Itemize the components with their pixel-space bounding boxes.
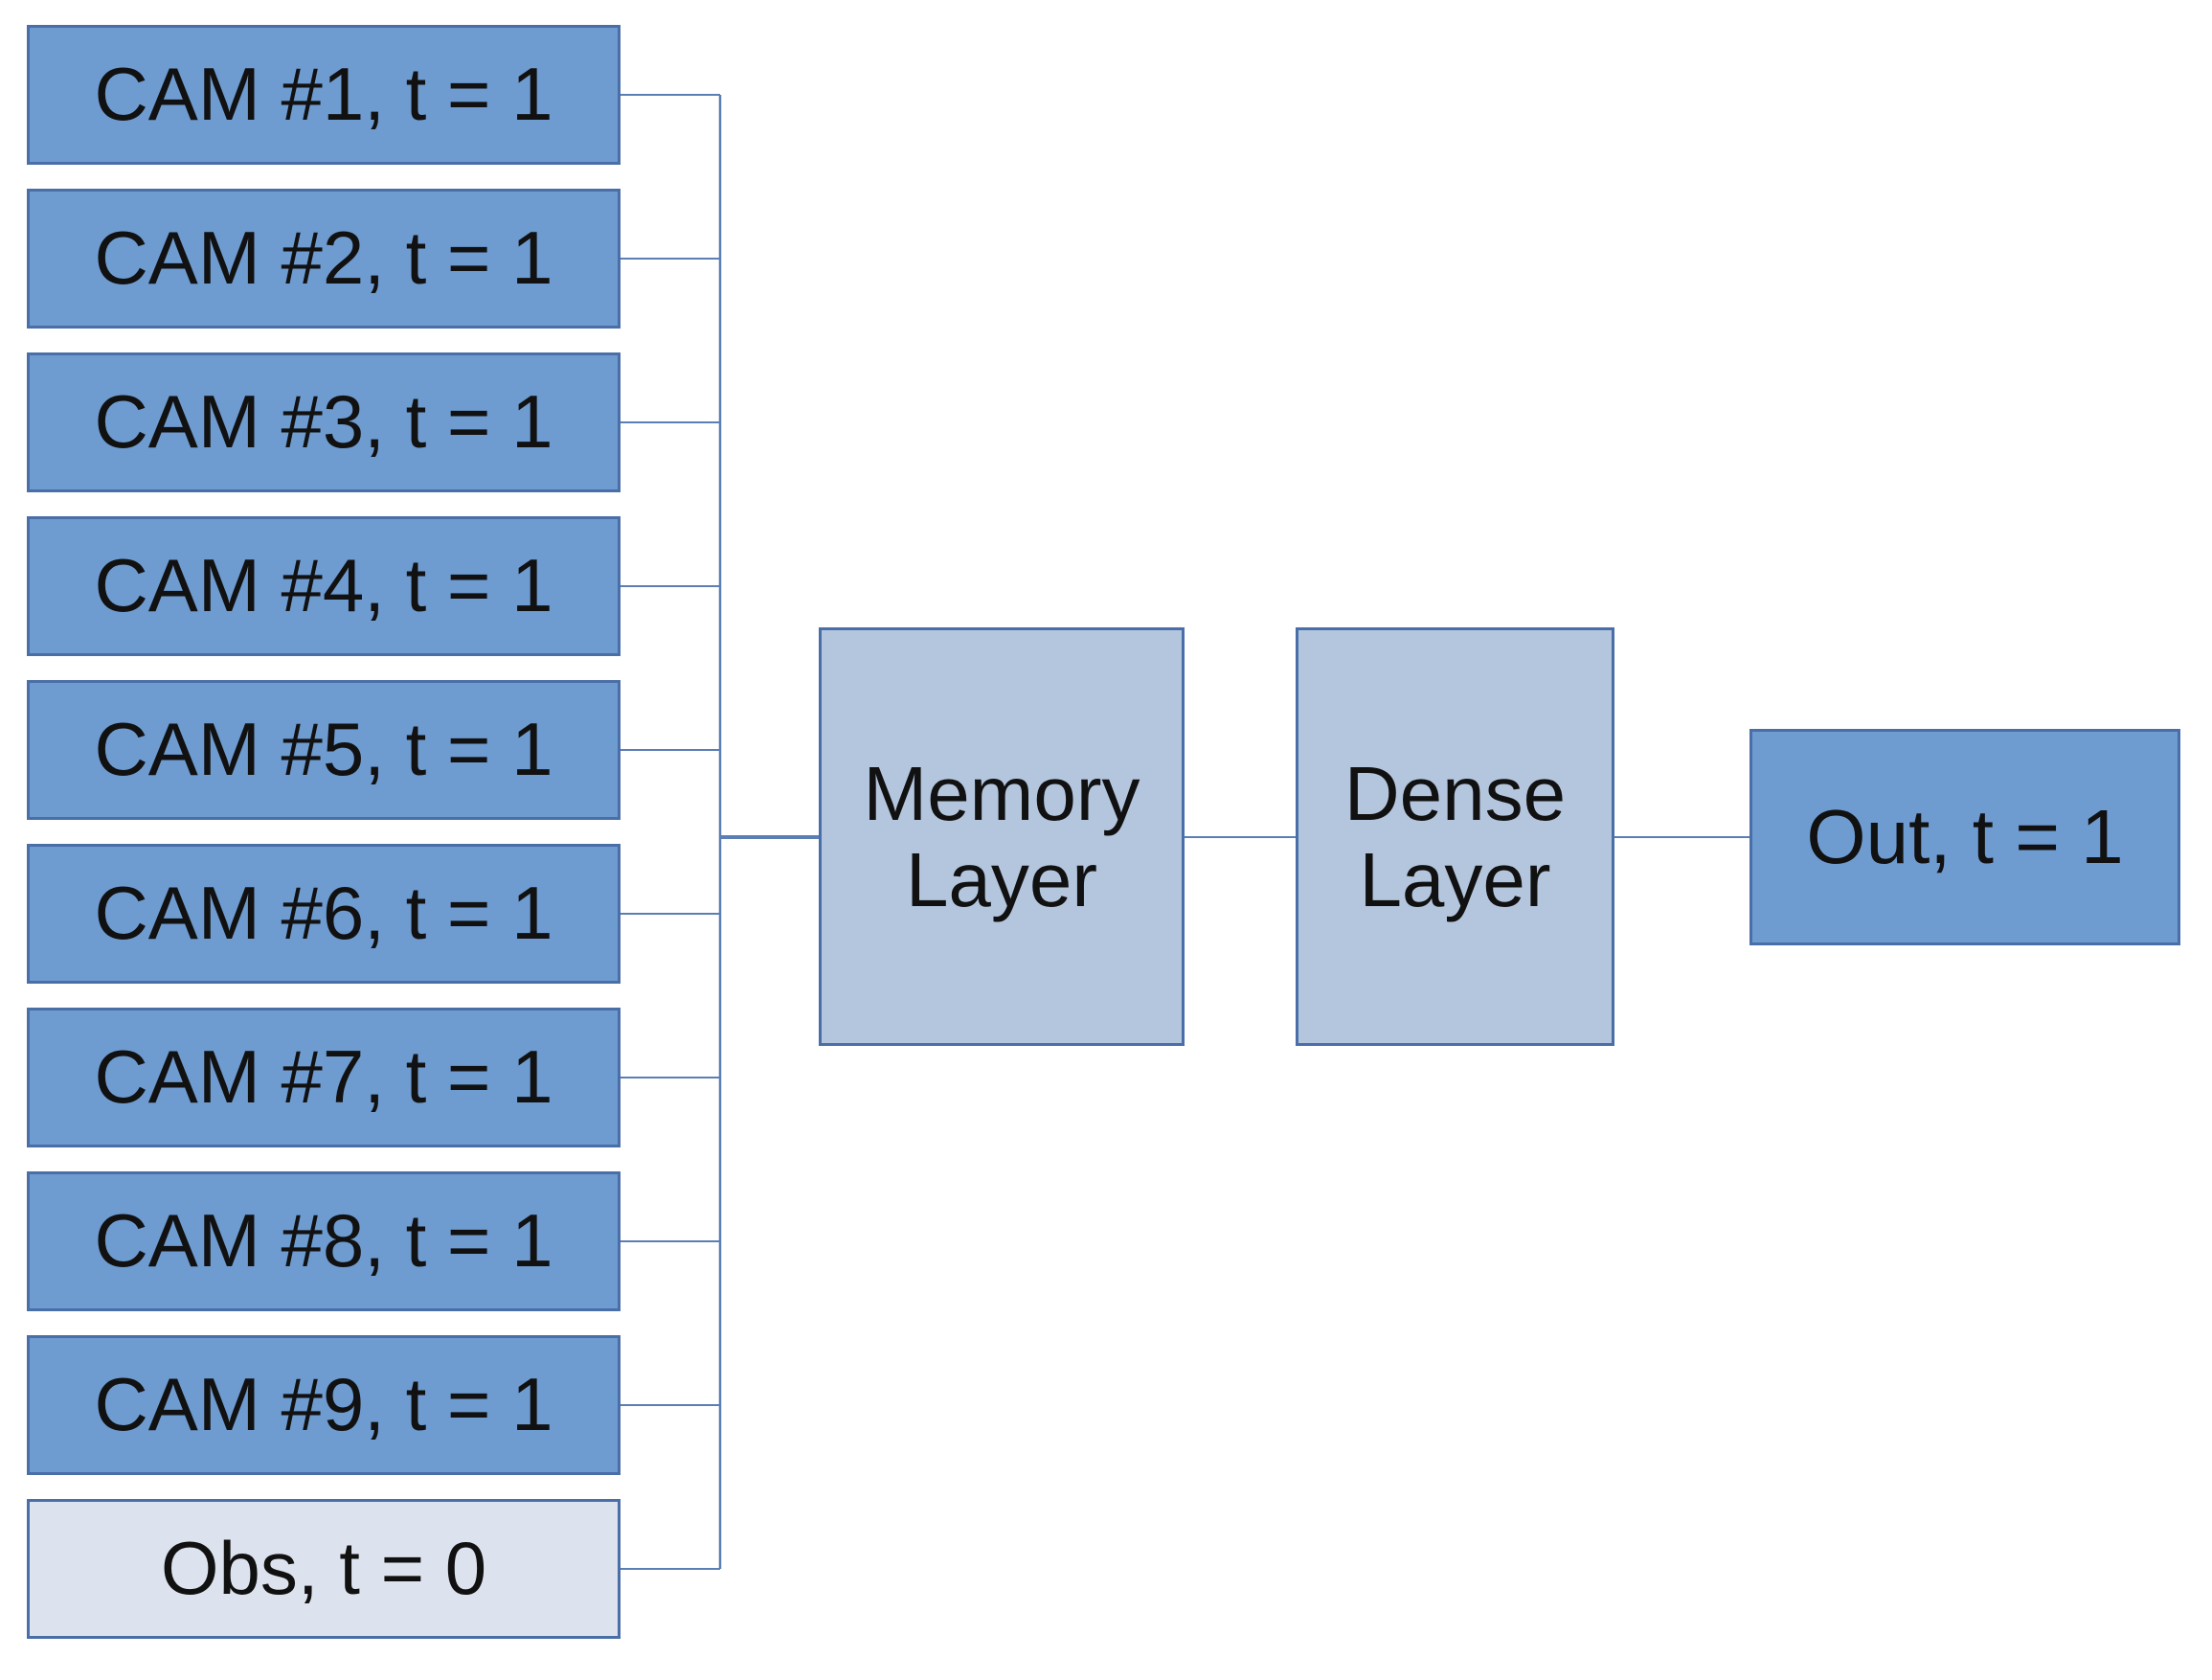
input-label: Obs, t = 0: [160, 1526, 487, 1611]
input-label: CAM #3, t = 1: [94, 379, 553, 465]
cam-input-box-3: CAM #3, t = 1: [27, 352, 621, 492]
input-label: CAM #6, t = 1: [94, 871, 553, 956]
cam-input-box-4: CAM #4, t = 1: [27, 516, 621, 656]
cam-input-box-6: CAM #6, t = 1: [27, 844, 621, 984]
cam-input-box-2: CAM #2, t = 1: [27, 189, 621, 329]
cam-input-box-7: CAM #7, t = 1: [27, 1008, 621, 1147]
input-label: CAM #5, t = 1: [94, 707, 553, 792]
input-label: CAM #4, t = 1: [94, 543, 553, 628]
dense-layer-label-line2: Layer: [1359, 836, 1551, 922]
dense-layer-label-line1: Dense: [1343, 750, 1567, 836]
cam-input-box-5: CAM #5, t = 1: [27, 680, 621, 820]
cam-input-box-8: CAM #8, t = 1: [27, 1171, 621, 1311]
output-label: Out, t = 1: [1806, 794, 2124, 880]
memory-layer-box: Memory Layer: [819, 627, 1185, 1046]
cam-input-box-1: CAM #1, t = 1: [27, 25, 621, 165]
output-box: Out, t = 1: [1749, 729, 2180, 945]
input-label: CAM #7, t = 1: [94, 1034, 553, 1120]
obs-input-box: Obs, t = 0: [27, 1499, 621, 1639]
memory-layer-label-line2: Layer: [905, 836, 1098, 922]
memory-layer-label-line1: Memory: [863, 750, 1140, 836]
cam-input-box-9: CAM #9, t = 1: [27, 1335, 621, 1475]
input-label: CAM #2, t = 1: [94, 216, 553, 301]
dense-layer-box: Dense Layer: [1296, 627, 1614, 1046]
input-label: CAM #8, t = 1: [94, 1198, 553, 1283]
input-label: CAM #9, t = 1: [94, 1362, 553, 1447]
input-label: CAM #1, t = 1: [94, 52, 553, 137]
